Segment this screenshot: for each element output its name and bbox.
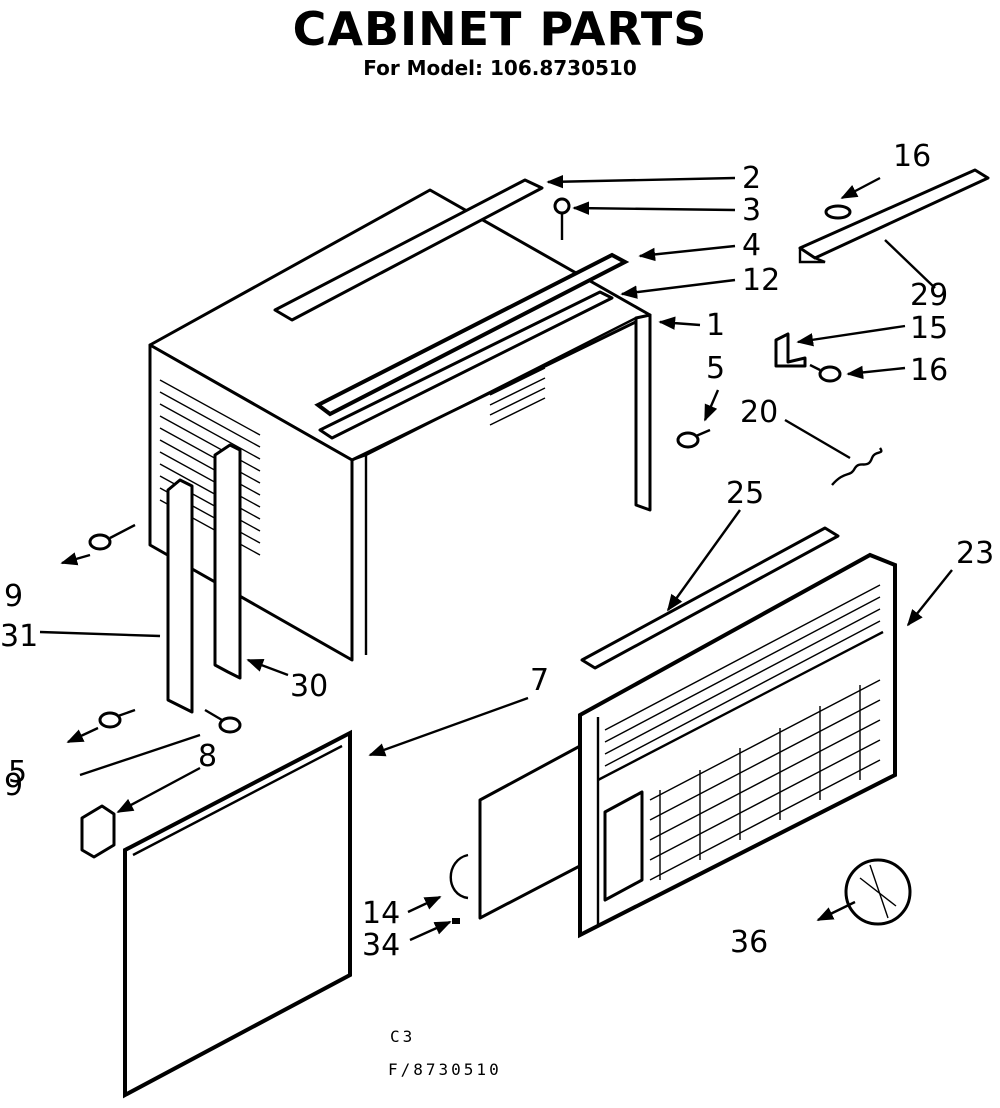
drawing-code: C3 <box>390 1027 415 1046</box>
screw-9-upper <box>88 523 136 551</box>
callout-23: 23 <box>956 536 994 571</box>
callout-20: 20 <box>740 395 778 430</box>
callout-16-top: 16 <box>893 139 931 174</box>
screw-5-lower <box>98 708 136 729</box>
callout-16-lower: 16 <box>910 353 948 388</box>
callout-15: 15 <box>910 311 948 346</box>
clip-34 <box>452 918 460 924</box>
page-title: CABINET PARTS <box>292 2 708 56</box>
screw-3 <box>553 197 571 240</box>
callout-12: 12 <box>742 263 780 298</box>
callout-25: 25 <box>726 476 764 511</box>
side-angle-31 <box>166 478 194 714</box>
callout-31: 31 <box>0 619 38 654</box>
callout-4: 4 <box>742 228 761 263</box>
callout-7: 7 <box>530 663 549 698</box>
filter-panel <box>478 736 597 920</box>
callout-5-upper: 5 <box>706 351 725 386</box>
callout-9-lower: 9 <box>4 768 23 803</box>
callout-14: 14 <box>362 896 400 931</box>
front-grille-23 <box>578 552 897 939</box>
callout-5-lower: 5 <box>8 755 27 790</box>
callout-8: 8 <box>198 739 217 774</box>
screw-5-upper <box>676 428 711 449</box>
brace <box>318 290 614 440</box>
model-code: F/8730510 <box>388 1060 502 1079</box>
clip-14 <box>449 853 469 900</box>
side-panel-7 <box>123 729 352 1099</box>
callout-29: 29 <box>910 278 948 313</box>
callout-2: 2 <box>742 161 761 196</box>
model-subtitle: For Model: 106.8730510 <box>363 56 637 80</box>
callout-30: 30 <box>290 669 328 704</box>
side-angle-30 <box>213 443 242 680</box>
spring-20 <box>831 447 883 486</box>
bracket-29 <box>798 168 990 264</box>
leader-lines <box>39 174 953 942</box>
rail-strip <box>314 252 630 417</box>
screw-8 <box>204 708 242 734</box>
control-knob-36 <box>844 858 912 926</box>
callout-1: 1 <box>706 308 725 343</box>
callout-labels: 2 3 4 12 1 5 16 29 15 16 20 25 23 9 31 3… <box>0 139 994 963</box>
top-rail <box>273 178 544 322</box>
screw-16 <box>809 363 842 383</box>
grommet-block <box>80 804 116 859</box>
callout-3: 3 <box>742 193 761 228</box>
inner-louvres <box>489 367 546 426</box>
grille-bars <box>604 584 881 767</box>
callout-9-upper: 9 <box>4 579 23 614</box>
front-strip-25 <box>580 526 840 670</box>
callout-36: 36 <box>730 925 768 960</box>
control-opening <box>603 790 644 902</box>
clip-15 <box>774 332 807 368</box>
grille-slots <box>649 679 881 881</box>
callout-34: 34 <box>362 928 400 963</box>
